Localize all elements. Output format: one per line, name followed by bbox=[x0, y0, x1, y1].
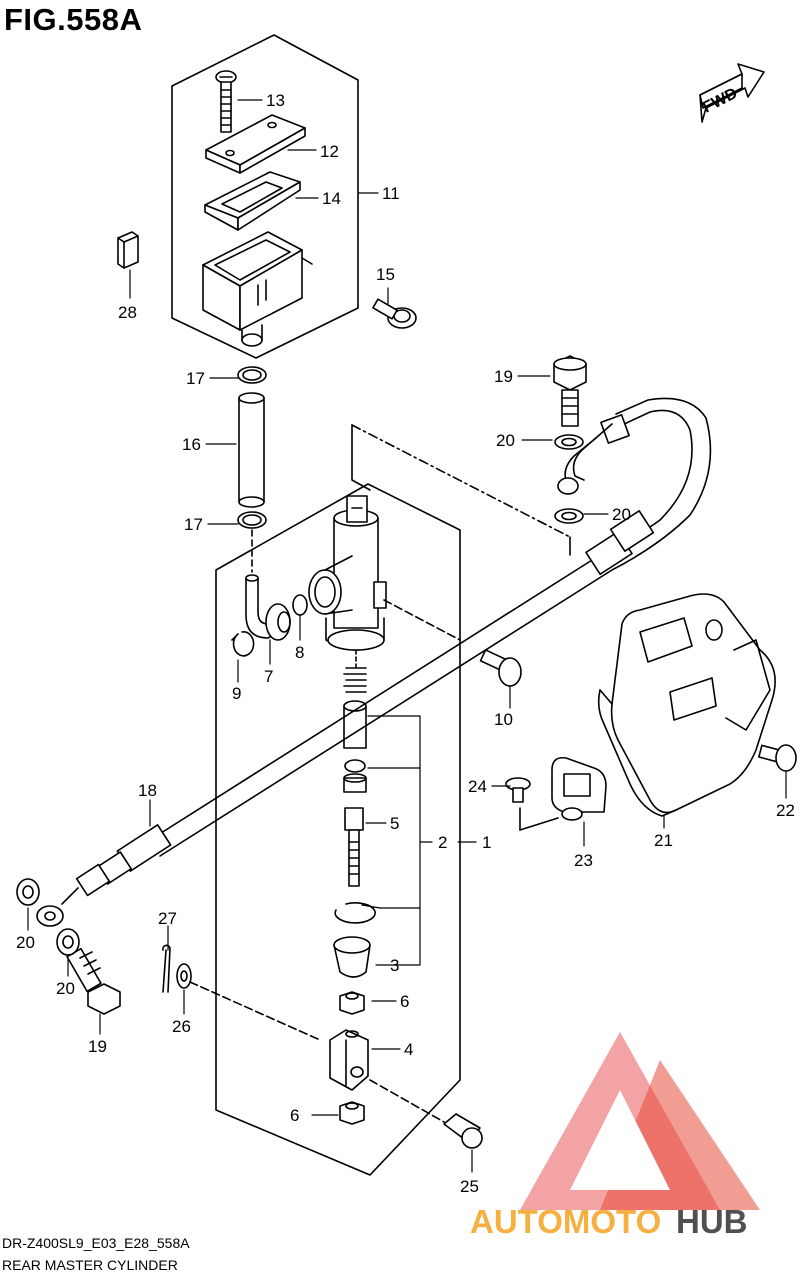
leader-lines bbox=[27, 99, 787, 1173]
figure-title: FIG.558A bbox=[4, 2, 143, 37]
diaphragm-part-14 bbox=[204, 171, 301, 231]
callout-20-c: 20 bbox=[16, 933, 35, 952]
callout-7: 7 bbox=[264, 667, 273, 686]
callout-2: 2 bbox=[438, 833, 447, 852]
reservoir-hose-part-16 bbox=[238, 392, 265, 508]
banjo-bolt-part-19-lower bbox=[66, 947, 121, 1015]
callout-13: 13 bbox=[266, 91, 285, 110]
callout-6-upper: 6 bbox=[400, 992, 409, 1011]
callout-22: 22 bbox=[776, 801, 795, 820]
nut-part-6-lower bbox=[339, 1101, 365, 1125]
banjo-bolt-part-19-upper bbox=[553, 355, 587, 427]
boot-part-3 bbox=[333, 936, 371, 978]
reservoir-cap-part-12 bbox=[205, 114, 306, 174]
watermark-logo: AUTOMOTO HUB bbox=[470, 1032, 760, 1240]
callout-9: 9 bbox=[232, 684, 241, 703]
callout-25: 25 bbox=[460, 1177, 479, 1196]
callout-14: 14 bbox=[322, 189, 341, 208]
brake-hose-part-18 bbox=[36, 397, 712, 927]
nut-part-6-upper bbox=[339, 991, 365, 1015]
cotter-pin-part-27 bbox=[162, 944, 171, 993]
callout-12: 12 bbox=[320, 142, 339, 161]
callout-19-lower: 19 bbox=[88, 1037, 107, 1056]
callout-20-b: 20 bbox=[612, 505, 631, 524]
callout-11: 11 bbox=[382, 184, 400, 203]
bracket-part-23 bbox=[519, 756, 607, 831]
callout-18: 18 bbox=[138, 781, 157, 800]
callout-17-lower: 17 bbox=[184, 515, 203, 534]
callout-20-a: 20 bbox=[496, 431, 515, 450]
callout-27: 27 bbox=[158, 909, 177, 928]
callout-23: 23 bbox=[574, 851, 593, 870]
circlip-part-9 bbox=[231, 631, 255, 657]
screw-part-13 bbox=[215, 70, 237, 133]
master-cylinder-body bbox=[308, 495, 461, 651]
clevis-pin-part-25 bbox=[443, 1113, 483, 1149]
hose-clamp-part-17-upper bbox=[237, 366, 267, 384]
callout-20-d: 20 bbox=[56, 979, 75, 998]
hose-clamp-part-17-lower bbox=[237, 511, 267, 529]
piston bbox=[343, 700, 367, 793]
callout-21: 21 bbox=[654, 831, 673, 850]
hose-phantom-outline bbox=[351, 424, 371, 491]
callout-15: 15 bbox=[376, 265, 395, 284]
washer-part-20-c bbox=[16, 878, 40, 906]
fwd-arrow: FWD bbox=[699, 63, 765, 123]
callout-19-upper: 19 bbox=[494, 367, 513, 386]
watermark-brand-part2: HUB bbox=[676, 1203, 748, 1240]
return-spring bbox=[343, 667, 367, 693]
clevis-part-4 bbox=[329, 1029, 369, 1091]
callout-17-upper: 17 bbox=[186, 369, 205, 388]
label-part-28 bbox=[117, 231, 139, 269]
reservoir-assembly-outline bbox=[171, 34, 359, 359]
washer-part-20-a bbox=[554, 434, 584, 450]
callout-6-lower: 6 bbox=[290, 1106, 299, 1125]
push-rod-part-5 bbox=[344, 807, 364, 887]
o-ring-part-8 bbox=[292, 594, 308, 616]
callout-10: 10 bbox=[494, 710, 513, 729]
figure-subtitle: REAR MASTER CYLINDER bbox=[2, 1257, 178, 1273]
callout-16: 16 bbox=[182, 435, 201, 454]
figure-code: DR-Z400SL9_E03_E28_558A bbox=[2, 1235, 190, 1251]
callout-26: 26 bbox=[172, 1017, 191, 1036]
watermark-brand-part1: AUTOMOTO bbox=[470, 1203, 661, 1240]
callout-24: 24 bbox=[468, 777, 487, 796]
callout-1: 1 bbox=[482, 833, 491, 852]
washer-part-26 bbox=[176, 963, 192, 989]
snap-ring bbox=[334, 902, 376, 924]
callout-8: 8 bbox=[295, 643, 304, 662]
washer-part-20-d bbox=[56, 928, 80, 956]
bolt-part-15 bbox=[372, 298, 417, 329]
callout-labels: 13 12 14 11 15 28 17 16 17 19 20 20 7 8 … bbox=[16, 91, 795, 1196]
reservoir-body-part-11 bbox=[202, 231, 313, 347]
washer-part-20-b bbox=[554, 508, 584, 524]
bolt-part-22 bbox=[758, 744, 797, 772]
callout-28: 28 bbox=[118, 303, 137, 322]
callout-4: 4 bbox=[404, 1040, 413, 1059]
guard-part-21 bbox=[597, 593, 776, 817]
bolt-part-10 bbox=[479, 649, 522, 687]
screw-part-24 bbox=[505, 777, 531, 803]
callout-5: 5 bbox=[390, 814, 399, 833]
hose-joint-part-7 bbox=[245, 574, 291, 641]
callout-3: 3 bbox=[390, 956, 399, 975]
master-cylinder-assembly-outline bbox=[215, 483, 461, 1176]
